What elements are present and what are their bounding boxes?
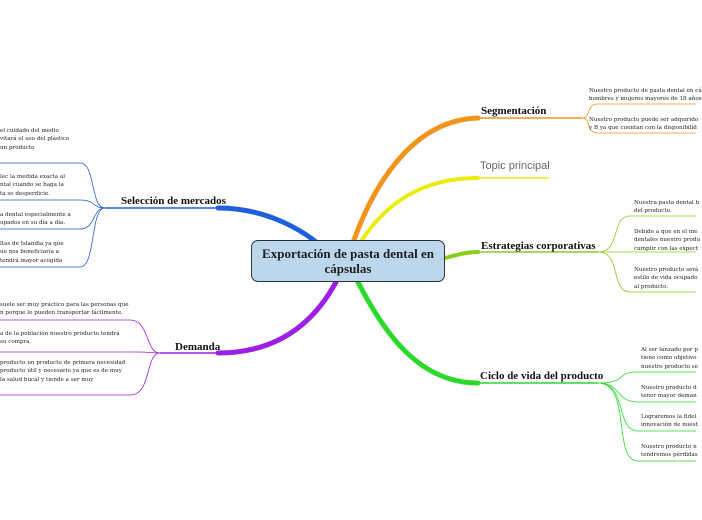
leaf-seleccion-3[interactable]: a dental especialmente a upados en su dí… xyxy=(0,212,71,227)
central-topic[interactable]: Exportación de pasta dental en cápsulas xyxy=(251,240,445,282)
leaf-ciclo-1[interactable]: Al ser lanzado por p tiene como objetivo… xyxy=(641,347,698,370)
leaf-estrategias-1[interactable]: Nuestra pasta dental b del producto. xyxy=(634,200,700,215)
leaf-estrategias-2[interactable]: Debido a que en el me dentales nuestro p… xyxy=(634,229,701,252)
branch-segmentacion[interactable]: Segmentación xyxy=(481,105,547,117)
link-estrategias xyxy=(443,250,480,260)
link-topic xyxy=(360,176,480,242)
leaf-seleccion-2[interactable]: lec la medida exacta al ntal cuando se h… xyxy=(0,174,66,197)
branch-seleccion-de-mercados[interactable]: Selección de mercados xyxy=(121,195,226,207)
link-segmentacion xyxy=(351,115,481,243)
branch-topic-principal[interactable]: Topic principal xyxy=(480,160,550,172)
link-demanda xyxy=(215,279,339,356)
link-ciclo xyxy=(355,279,481,386)
branch-demanda[interactable]: Demanda xyxy=(175,341,221,353)
leaf-seleccion-1[interactable]: el cuidado del medio vitará el uso del p… xyxy=(0,128,70,151)
leaf-ciclo-3[interactable]: Lograremos la fidel innovación de nuest xyxy=(641,414,698,429)
leaf-segmentacion-2[interactable]: Nuestro producto puede ser adquirido y B… xyxy=(589,117,699,132)
branch-estrategias-corporativas[interactable]: Estrategias corporativas xyxy=(481,240,596,252)
leaf-demanda-2[interactable]: a de la población nuestro producto tendr… xyxy=(0,331,120,346)
branch-ciclo-de-vida[interactable]: Ciclo de vida del producto xyxy=(480,370,604,382)
leaf-demanda-1[interactable]: suele ser muy práctico para las personas… xyxy=(0,302,129,317)
leaf-ciclo-2[interactable]: Nuestro producto d tener mayor deman xyxy=(641,385,697,400)
leaf-seleccion-4[interactable]: ltas de Islandia ya que ue nos beneficia… xyxy=(0,241,64,264)
leaf-demanda-3[interactable]: producto un producto de primera necesida… xyxy=(0,360,126,383)
leaf-estrategias-3[interactable]: Nuestro producto será estilo de vida ocu… xyxy=(634,267,699,290)
leaf-ciclo-4[interactable]: Nuestro producto n tendremos pérdidas xyxy=(641,444,698,459)
leaf-segmentacion-1[interactable]: Nuestro producto de pasta dental en cá h… xyxy=(589,88,702,103)
